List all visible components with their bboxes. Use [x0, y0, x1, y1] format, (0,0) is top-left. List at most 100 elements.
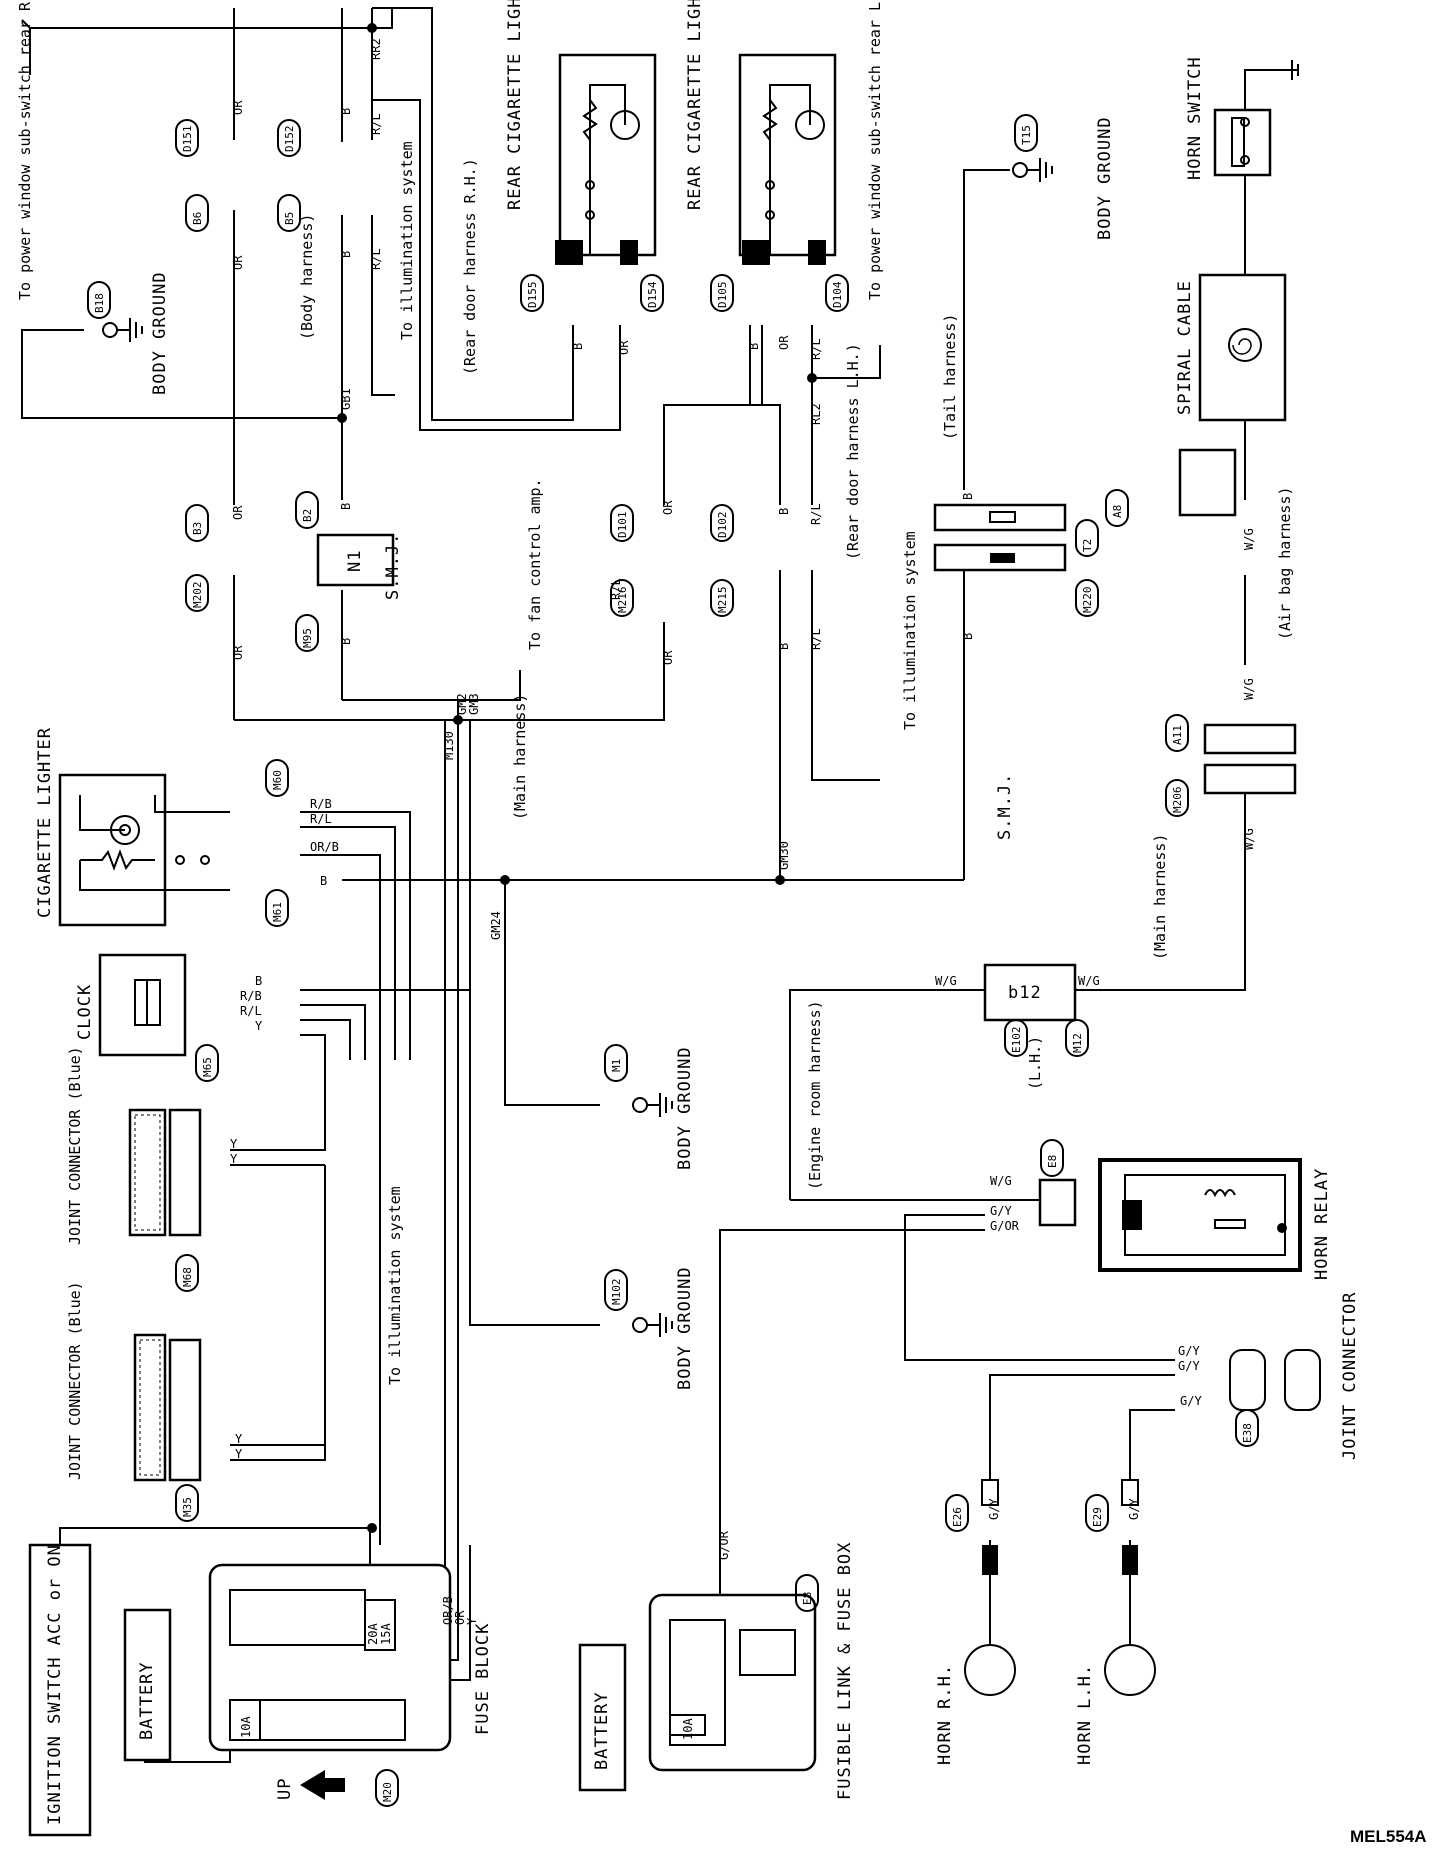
svg-text:B: B: [255, 974, 262, 988]
dest-power-window-rh: To power window sub-switch rear R.H.: [16, 0, 34, 300]
svg-text:G/Y: G/Y: [987, 1498, 1001, 1520]
svg-text:E102: E102: [1010, 1027, 1023, 1054]
horn-switch: [1213, 60, 1299, 177]
horn-relay: [1098, 1158, 1302, 1272]
splice-labels: GB1 RR2 RL2 GM2 GM3 M130 GM24 GM30: [339, 38, 823, 940]
svg-text:R/L: R/L: [310, 812, 332, 826]
svg-text:M65: M65: [201, 1057, 214, 1077]
svg-text:B: B: [339, 251, 353, 258]
battery-2-label: BATTERY: [592, 1691, 612, 1770]
horn-rh-label: HORN R.H.: [935, 1664, 955, 1765]
wire-color-labels: OR OR OR OR B B B B R/L R/L B OR R/L B O…: [230, 100, 1256, 1625]
battery-2-box: [578, 1643, 627, 1792]
svg-text:GM30: GM30: [777, 841, 791, 870]
svg-text:B: B: [777, 508, 791, 515]
svg-text:A8: A8: [1111, 505, 1124, 518]
svg-text:OR: OR: [617, 340, 631, 355]
svg-text:OR: OR: [231, 100, 245, 115]
connector-a8-icon: [1178, 448, 1237, 517]
fuse-block-label: FUSE BLOCK: [473, 1623, 493, 1735]
svg-text:A11: A11: [1171, 725, 1184, 745]
svg-text:E8: E8: [801, 1592, 814, 1605]
connector-a11-icon: [1203, 723, 1297, 755]
svg-text:B18: B18: [93, 293, 106, 313]
svg-text:OR/B: OR/B: [310, 840, 339, 854]
dest-fan-amp: To fan control amp.: [526, 478, 544, 650]
harness-rear-door-rh: (Rear door harness R.H.): [461, 158, 479, 375]
fuse-block: [208, 1563, 452, 1800]
svg-text:G/OR: G/OR: [717, 1530, 731, 1560]
svg-text:R/B: R/B: [240, 989, 262, 1003]
ground-m1-icon: [632, 1093, 673, 1117]
joint-connector-m68-label: JOINT CONNECTOR (Blue): [66, 1046, 84, 1245]
svg-text:R/L: R/L: [369, 113, 383, 135]
svg-text:T15: T15: [1020, 125, 1033, 145]
horn-switch-label: HORN SWITCH: [1185, 56, 1205, 180]
svg-text:OR: OR: [231, 505, 245, 520]
harness-air-bag: (Air bag harness): [1276, 486, 1294, 640]
svg-text:OR: OR: [777, 335, 791, 350]
svg-text:B: B: [339, 503, 353, 510]
harness-lh: (L.H.): [1026, 1036, 1044, 1090]
svg-text:B5: B5: [283, 212, 296, 225]
svg-text:B2: B2: [301, 509, 314, 522]
ground-m102-icon: [632, 1313, 673, 1337]
up-label: UP: [275, 1778, 295, 1800]
svg-text:E8: E8: [1046, 1155, 1059, 1168]
dest-illum-1: To illumination system: [398, 141, 416, 340]
rear-lighter-rh: [555, 53, 657, 265]
svg-text:B: B: [320, 874, 327, 888]
fuse-20a: 20A: [366, 1623, 380, 1645]
svg-text:R/L: R/L: [809, 628, 823, 650]
svg-text:M130: M130: [442, 731, 456, 760]
svg-text:M68: M68: [181, 1267, 194, 1287]
svg-text:Y: Y: [235, 1432, 243, 1446]
svg-text:D154: D154: [646, 281, 659, 308]
svg-text:T2: T2: [1081, 539, 1094, 552]
ground-t15-label: BODY GROUND: [1095, 116, 1115, 240]
ground-t15-icon: [1012, 158, 1053, 182]
cigarette-lighter: [58, 773, 230, 927]
smj-b12-label: b12: [1008, 983, 1042, 1003]
ground-m102-label: BODY GROUND: [675, 1266, 695, 1390]
svg-text:R/L: R/L: [369, 248, 383, 270]
horn-lh-label: HORN L.H.: [1075, 1664, 1095, 1765]
svg-text:D105: D105: [716, 282, 729, 309]
svg-text:Y: Y: [230, 1137, 238, 1151]
svg-text:M216: M216: [616, 587, 629, 614]
dest-power-window-lh: To power window sub-switch rear L.H.: [866, 0, 884, 300]
harness-main-1: (Main harness): [511, 694, 529, 820]
svg-text:D102: D102: [716, 512, 729, 539]
svg-text:B: B: [777, 643, 791, 650]
connector-tags: B18 D151 D152 B6 B5 D155 D154 D105 D104 …: [87, 114, 1259, 1807]
joint-connector-m35-label: JOINT CONNECTOR (Blue): [66, 1281, 84, 1480]
rear-lighter-lh-label: REAR CIGARETTE LIGHTER L.H.: [685, 0, 705, 210]
svg-text:M220: M220: [1081, 587, 1094, 614]
dest-illum-3: To illumination system: [386, 1186, 404, 1385]
svg-text:B: B: [961, 493, 975, 500]
fuse-15a: 15A: [379, 1623, 393, 1645]
svg-text:R/L: R/L: [809, 338, 823, 360]
svg-text:B: B: [339, 108, 353, 115]
svg-text:D104: D104: [831, 281, 844, 308]
joint-connector-e38-icon: [1229, 1349, 1321, 1411]
rear-lighter-rh-label: REAR CIGARETTE LIGHTER R.H.: [505, 0, 525, 210]
cigarette-lighter-label: CIGARETTE LIGHTER: [35, 727, 55, 918]
svg-text:M12: M12: [1071, 1033, 1084, 1053]
svg-text:Y: Y: [465, 1617, 479, 1625]
svg-text:G/Y: G/Y: [1178, 1344, 1200, 1358]
ground-b18-icon: [102, 318, 143, 342]
svg-text:Y: Y: [235, 1447, 243, 1461]
svg-text:B6: B6: [191, 212, 204, 225]
ignition-switch-label: IGNITION SWITCH ACC or ON: [45, 1544, 65, 1825]
horn-relay-label: HORN RELAY: [1312, 1168, 1332, 1280]
svg-text:B: B: [961, 633, 975, 640]
svg-text:M20: M20: [381, 1782, 394, 1802]
joint-connector-m68-icon: [128, 1108, 202, 1237]
svg-text:Y: Y: [255, 1019, 263, 1033]
spiral-cable-label: SPIRAL CABLE: [1175, 280, 1195, 415]
svg-text:D101: D101: [616, 512, 629, 539]
harness-tail: (Tail harness): [941, 314, 959, 440]
svg-text:R/L: R/L: [809, 503, 823, 525]
svg-text:OR: OR: [661, 500, 675, 515]
